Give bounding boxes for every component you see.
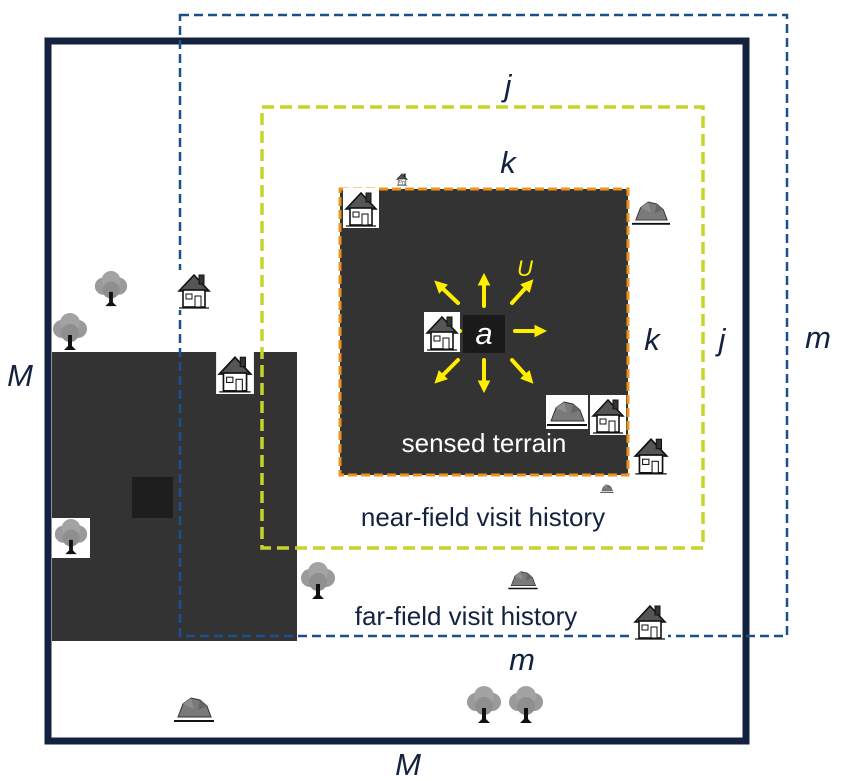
arrow-up-right — [510, 279, 534, 305]
house-icon — [632, 600, 668, 642]
house-icon — [632, 434, 670, 476]
tree-icon — [301, 562, 335, 599]
outer-size-label-bottom: M — [395, 747, 421, 781]
sensed-terrain-label: sensed terrain — [402, 428, 567, 458]
far-field-terrain-block — [52, 352, 297, 641]
sensed-size-label-right: k — [644, 322, 661, 357]
sensed-terrain-frame — [338, 187, 630, 477]
house-icon — [423, 312, 461, 352]
tree-icon — [53, 313, 87, 350]
rock-icon — [600, 484, 614, 493]
far-field-frame — [178, 13, 789, 638]
sensed-size-label-top: k — [500, 145, 517, 180]
arrow-down-left — [434, 358, 460, 384]
action-set-label: U — [517, 256, 533, 281]
far-field-size-label-right: m — [805, 320, 831, 355]
tree-icon — [467, 686, 501, 723]
near-field-size-label-top: j — [501, 68, 513, 103]
tree-icon — [94, 271, 128, 307]
arrow-down-right — [510, 358, 534, 384]
near-field-frame — [260, 105, 705, 550]
agent-cell — [463, 315, 505, 353]
far-field-label: far-field visit history — [355, 601, 578, 631]
house-icon — [590, 395, 626, 435]
house-icon — [342, 188, 380, 228]
near-field-size-label-right: j — [715, 322, 727, 357]
rock-icon — [632, 200, 670, 225]
agent-label: a — [475, 316, 492, 351]
rock-icon — [174, 696, 214, 723]
visited-cell — [132, 477, 173, 518]
arrow-up-left — [434, 280, 460, 305]
house-icon — [394, 172, 410, 186]
house-icon — [175, 270, 213, 310]
far-field-size-label-bottom: m — [509, 642, 535, 677]
rock-icon — [508, 570, 538, 590]
outer-size-label-left: M — [7, 358, 33, 393]
near-field-label: near-field visit history — [361, 502, 605, 532]
tree-icon — [509, 686, 543, 723]
house-icon — [215, 352, 255, 394]
outer-world-frame — [44, 37, 750, 745]
